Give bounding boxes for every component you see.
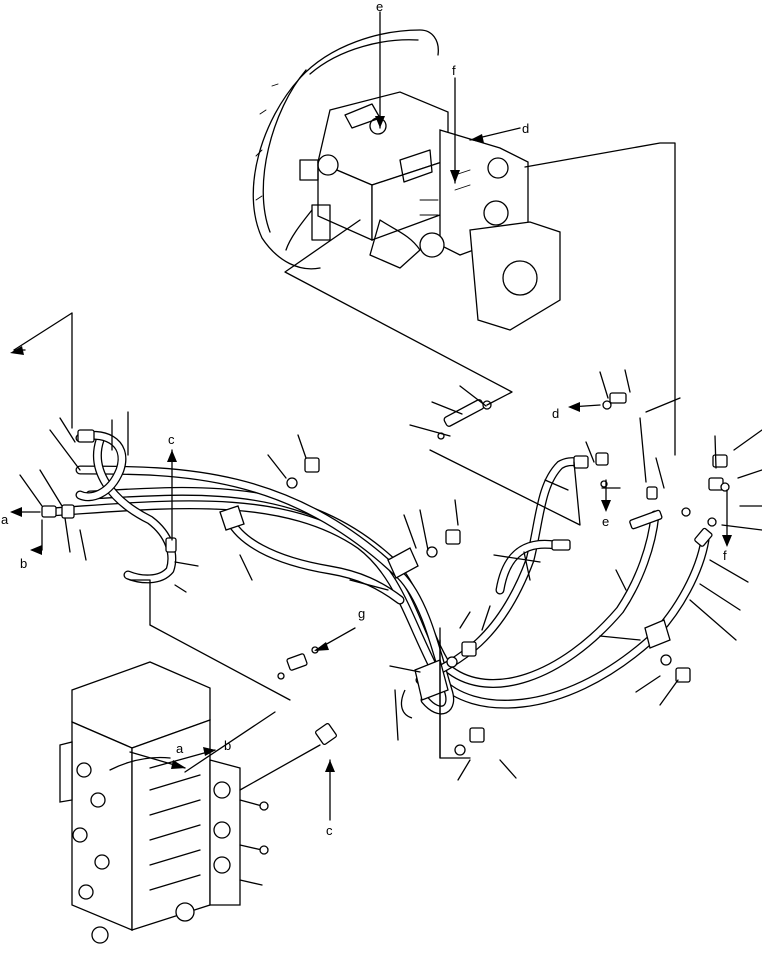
label-e-right: e [602, 514, 609, 529]
label-d-right: d [552, 406, 559, 421]
bolts-and-washers [277, 400, 730, 756]
label-f-top: f [452, 63, 456, 78]
label-c-bottom: c [326, 823, 333, 838]
label-c-mid: c [168, 432, 175, 447]
control-valve-assembly [59, 661, 269, 944]
label-a-valve: a [176, 741, 184, 756]
reference-letters: e f d d e f g c c a b a b [1, 0, 727, 838]
label-g: g [358, 606, 365, 621]
label-b-valve: b [224, 738, 231, 753]
label-f-right: f [723, 548, 727, 563]
label-a-left: a [1, 512, 9, 527]
label-d-top: d [522, 121, 529, 136]
reference-arrows [10, 11, 732, 821]
main-pump-assembly [252, 29, 561, 331]
label-e-top: e [376, 0, 383, 14]
leader-lines [13, 142, 762, 791]
label-b-left: b [20, 556, 27, 571]
